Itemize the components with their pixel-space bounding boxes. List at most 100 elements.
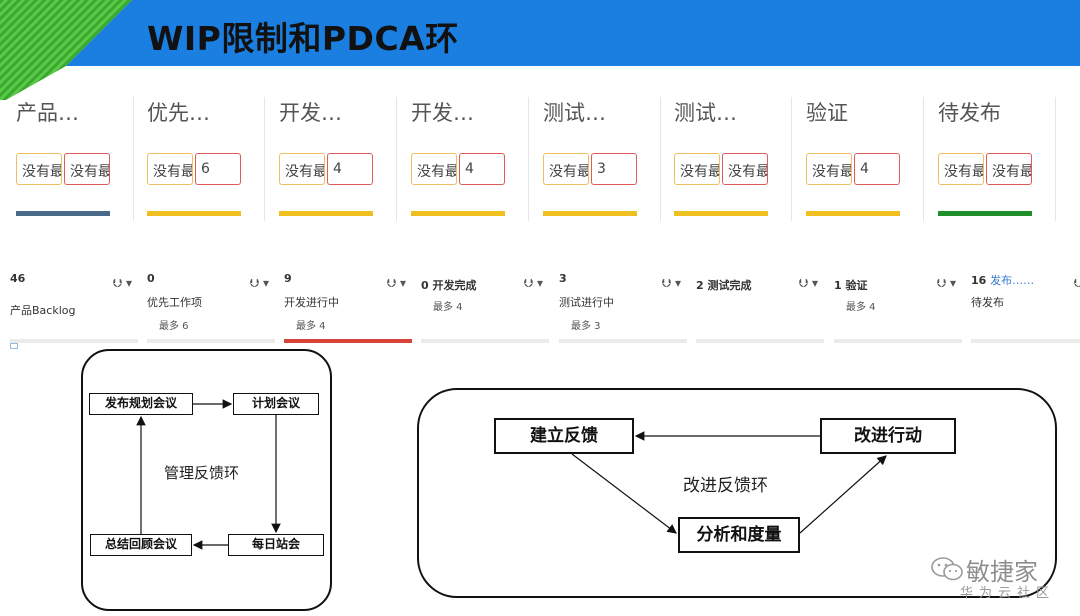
column-menu-button[interactable]: ⮋ ▾ <box>250 276 269 290</box>
column-title[interactable]: 优先… <box>147 101 210 125</box>
column-name: 待发布 <box>971 296 1004 309</box>
board-column-header: 0 开发完成最多 4 ⮋ ▾ <box>421 268 557 344</box>
column-underline <box>696 339 824 343</box>
column-menu-button[interactable]: ⮋ ▾ <box>387 276 406 290</box>
wip-limit: 最多 6 <box>159 321 189 332</box>
column-count: 0 <box>147 272 155 285</box>
management-feedback-loop <box>81 349 332 611</box>
column-menu-button[interactable]: ⮋ ▾ <box>799 276 818 290</box>
column-title[interactable]: 开发… <box>279 101 342 125</box>
arrow-analyze-to-improve <box>799 455 887 534</box>
kanban-column: 测试… 没有最没有最 <box>668 97 792 221</box>
improvement-loop-label: 改进反馈环 <box>683 476 768 496</box>
min-limit-input[interactable]: 没有最 <box>806 153 852 185</box>
improvement-feedback-loop <box>417 388 1057 598</box>
column-name: 开发进行中 <box>284 296 339 309</box>
column-count: 1 验证 <box>834 279 868 292</box>
column-underline <box>971 339 1080 343</box>
column-title[interactable]: 测试… <box>674 101 737 125</box>
node-analyze-measure: 分析和度量 <box>678 517 800 553</box>
node-improve-action: 改进行动 <box>820 418 956 454</box>
max-limit-input[interactable]: 3 <box>591 153 637 185</box>
column-count: 46 <box>10 272 26 285</box>
wip-limit: 最多 4 <box>846 302 876 313</box>
max-limit-input[interactable]: 没有最 <box>722 153 768 185</box>
column-title[interactable]: 产品… <box>16 101 79 125</box>
column-title[interactable]: 验证 <box>806 101 848 125</box>
watermark: 敏捷家 华为云社区 <box>930 552 1070 612</box>
wip-limit: 最多 4 <box>296 321 326 332</box>
column-underline <box>284 339 412 343</box>
column-color-bar <box>411 211 505 216</box>
column-menu-button[interactable]: ⮋ ▾ <box>937 276 956 290</box>
column-title[interactable]: 开发… <box>411 101 474 125</box>
board-column-header: 1 验证最多 4 ⮋ ▾ <box>834 268 970 344</box>
kanban-column: 产品… 没有最没有最 <box>10 97 134 221</box>
column-name: 测试进行中 <box>559 296 614 309</box>
max-limit-input[interactable]: 4 <box>854 153 900 185</box>
min-limit-input[interactable]: 没有最 <box>543 153 589 185</box>
column-color-bar <box>938 211 1032 216</box>
kanban-column: 待发布没有最没有最 <box>932 97 1056 221</box>
column-color-bar <box>674 211 768 216</box>
header-banner <box>0 0 1080 66</box>
max-limit-input[interactable]: 4 <box>327 153 373 185</box>
min-limit-input[interactable]: 没有最 <box>938 153 984 185</box>
max-limit-input[interactable]: 没有最 <box>64 153 110 185</box>
max-limit-input[interactable]: 4 <box>459 153 505 185</box>
max-limit-input[interactable]: 没有最 <box>986 153 1032 185</box>
column-link[interactable]: 发布…… <box>990 274 1035 287</box>
column-color-bar <box>147 211 241 216</box>
column-count: 3 <box>559 272 567 285</box>
column-name: 产品Backlog <box>10 304 76 317</box>
column-count: 2 测试完成 <box>696 279 752 292</box>
node-planning-meeting: 计划会议 <box>233 393 319 415</box>
column-menu-button[interactable]: ⮋ ▾ <box>524 276 543 290</box>
column-menu-button[interactable]: ⮋ ▾ <box>1074 276 1080 290</box>
board-column-header: 16 发布…… 待发布 ⮋ ▾ <box>971 268 1080 344</box>
column-underline <box>147 339 275 343</box>
watermark-sub: 华为云社区 <box>960 586 1056 601</box>
max-limit-input[interactable]: 6 <box>195 153 241 185</box>
node-daily-standup: 每日站会 <box>228 534 324 556</box>
column-title[interactable]: 测试… <box>543 101 606 125</box>
column-underline <box>559 339 687 343</box>
min-limit-input[interactable]: 没有最 <box>16 153 62 185</box>
board-column-header: 0 优先工作项最多 6 ⮋ ▾ <box>147 268 283 344</box>
column-underline <box>834 339 962 343</box>
node-build-feedback: 建立反馈 <box>494 418 634 454</box>
corner-marker <box>10 343 18 349</box>
min-limit-input[interactable]: 没有最 <box>674 153 720 185</box>
min-limit-input[interactable]: 没有最 <box>411 153 457 185</box>
column-color-bar <box>806 211 900 216</box>
min-limit-input[interactable]: 没有最 <box>279 153 325 185</box>
column-underline <box>10 339 138 343</box>
board-column-header: 3 测试进行中最多 3 ⮋ ▾ <box>559 268 695 344</box>
min-limit-input[interactable]: 没有最 <box>147 153 193 185</box>
column-count: 0 开发完成 <box>421 279 477 292</box>
column-count: 16 发布…… <box>971 274 1035 287</box>
column-underline <box>421 339 549 343</box>
column-name: 优先工作项 <box>147 296 202 309</box>
column-menu-button[interactable]: ⮋ ▾ <box>662 276 681 290</box>
column-title[interactable]: 待发布 <box>938 101 1001 125</box>
wip-limit: 最多 4 <box>433 302 463 313</box>
board-column-header: 9 开发进行中最多 4 ⮋ ▾ <box>284 268 420 344</box>
banner-green-accent <box>0 0 132 100</box>
wip-limit: 最多 3 <box>571 321 601 332</box>
board-column-header: 46 产品Backlog ⮋ ▾ <box>10 268 146 344</box>
board-column-header: 2 测试完成 ⮋ ▾ <box>696 268 832 344</box>
column-color-bar <box>279 211 373 216</box>
column-color-bar <box>16 211 110 216</box>
page-title: WIP限制和PDCA环 <box>147 19 459 58</box>
column-count: 9 <box>284 272 292 285</box>
wechat-icon <box>931 557 963 581</box>
watermark-main: 敏捷家 <box>966 558 1038 586</box>
column-menu-button[interactable]: ⮋ ▾ <box>113 276 132 290</box>
arrow-feedback-to-analyze <box>571 453 677 534</box>
